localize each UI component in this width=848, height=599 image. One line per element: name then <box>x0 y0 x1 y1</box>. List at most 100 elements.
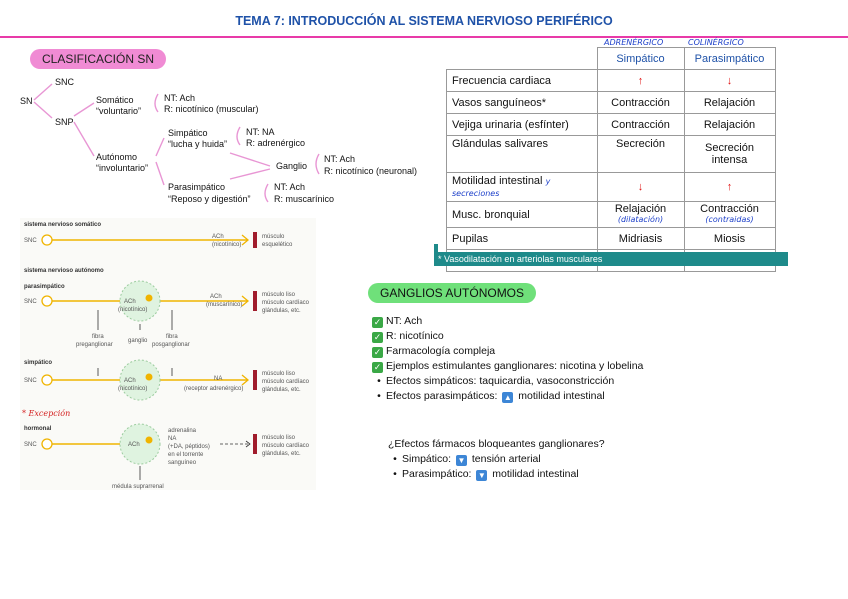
handwritten-note: y secreciones <box>452 177 551 198</box>
handwritten-adrenergico: ADRENÉRGICO <box>604 38 664 47</box>
parasimpatico-label: Parasimpático <box>168 182 226 192</box>
ganglios-heading: GANGLIOS AUTÓNOMOS <box>368 283 537 303</box>
posganglionar-label: posganglionar <box>152 342 190 348</box>
hormonal-target-1: músculo liso <box>262 435 296 441</box>
bullet-text: Efectos parasimpáticos: <box>386 390 501 402</box>
bullet-text: motilidad intestinal <box>489 468 579 480</box>
col-parasimpatico: Parasimpático <box>683 47 776 70</box>
somatic-ach: ACh <box>212 234 224 240</box>
simpatico-nt: NT: NA <box>246 127 275 137</box>
para-target-2: músculo cardíaco <box>262 300 310 306</box>
hormonal-ach: ACh <box>128 442 140 448</box>
bullet-item: • Efectos parasimpáticos: ▲ motilidad int… <box>372 389 643 404</box>
ganglio-receptor: R: nicotínico (neuronal) <box>324 166 418 176</box>
chromaffin-cell <box>145 436 153 444</box>
para-effector-icon <box>253 291 257 311</box>
title-divider <box>0 36 848 38</box>
somatico-label: Somático <box>96 95 134 105</box>
adrenalina-label: adrenalina <box>168 428 197 434</box>
row-label: Frecuencia cardiaca <box>446 69 598 92</box>
hormonal-effector-icon <box>253 434 257 454</box>
bullet-text: motilidad intestinal <box>515 390 605 402</box>
row-symp-text: Relajación <box>614 203 667 215</box>
somatic-receptor: (nicotínico) <box>212 242 241 248</box>
check-text: R: nicotínico <box>386 330 444 342</box>
down-arrow-icon: ▼ <box>476 470 488 481</box>
symp-target-2: músculo cardíaco <box>262 379 310 385</box>
somatic-snc: SNC <box>24 238 37 244</box>
check-item: ✓Ejemplos estimulantes ganglionares: nic… <box>372 359 643 374</box>
row-symp: ↓ <box>596 172 685 202</box>
col-simpatico: Simpático <box>596 47 685 70</box>
somatic-terminal <box>241 234 250 246</box>
row-para: ↓ <box>683 69 776 92</box>
somatic-title: sistema nervioso somático <box>24 222 101 228</box>
check-text: Ejemplos estimulantes ganglionares: nico… <box>386 360 644 372</box>
fibra-post: fibra <box>166 334 178 340</box>
fibra-pre: fibra <box>92 334 104 340</box>
ganglio-label: ganglio <box>128 338 148 344</box>
parasimpatico-receptor: R: muscarínico <box>274 194 335 204</box>
bullet-icon: • <box>393 453 397 465</box>
simpatico-receptor: R: adrenérgico <box>246 138 306 148</box>
symp-ganglion-ach: ACh <box>124 378 136 384</box>
somatic-origin-node <box>41 234 53 246</box>
para-origin-node <box>41 295 53 307</box>
torrente-1: en el torrente <box>168 452 204 458</box>
row-symp: ↑ <box>596 69 685 92</box>
symp-receptor: (receptor adrenérgico) <box>184 386 243 392</box>
ganglio-label: Ganglio <box>276 161 308 171</box>
symp-origin-node <box>41 374 53 386</box>
hormonal-target-2: músculo cardíaco <box>262 443 310 449</box>
page-title: TEMA 7: INTRODUCCIÓN AL SISTEMA NERVIOSO… <box>235 14 613 28</box>
para-title: parasimpático <box>24 284 65 290</box>
classification-connectors <box>33 83 320 203</box>
handwritten-colinergico: COLINÉRGICO <box>688 38 744 47</box>
pathways-diagram: sistema nervioso somático SNC ACh (nicot… <box>22 222 310 490</box>
handwritten-note: (dilatación) <box>617 215 664 224</box>
preganglionar-label: preganglionar <box>76 342 113 348</box>
bullet-icon: • <box>377 390 381 402</box>
check-icon: ✓ <box>372 332 383 343</box>
up-arrow-icon: ▲ <box>502 392 514 403</box>
blockers-question: ¿Efectos fármacos bloqueantes ganglionar… <box>388 438 605 450</box>
simpatico-label: Simpático <box>168 128 208 138</box>
somatic-target-2: esquelético <box>262 242 293 248</box>
check-item: ✓R: nicotínico <box>372 329 643 344</box>
check-icon: ✓ <box>372 317 383 328</box>
para-ganglion-receptor: (nicotínico) <box>118 307 147 313</box>
table-row: Vejiga urinaria (esfínter) Contracción R… <box>446 113 776 136</box>
bullet-item: •Simpático: ▼ tensión arterial <box>388 452 605 467</box>
symp-target-3: glándulas, etc. <box>262 387 301 393</box>
row-symp: Relajación(dilatación) <box>596 201 685 228</box>
snc-label: SNC <box>55 77 75 87</box>
table-corner <box>446 47 598 70</box>
symp-snc: SNC <box>24 378 37 384</box>
table-row: Musc. bronquial Relajación(dilatación) C… <box>446 201 776 228</box>
row-symp: Contracción <box>596 91 685 114</box>
symp-ganglion-receptor: (nicotínico) <box>118 386 147 392</box>
para-receptor: (muscarínico) <box>206 302 242 308</box>
ganglio-nt: NT: Ach <box>324 154 356 164</box>
row-label-text: Motilidad intestinal <box>452 175 543 187</box>
parasimpatico-nt: NT: Ach <box>274 182 306 192</box>
autonomic-title: sistema nervioso autónomo <box>24 268 104 274</box>
sn-label: SN <box>20 96 33 106</box>
para-ganglion-ach: ACh <box>124 299 136 305</box>
bullet-text: Simpático: <box>402 453 454 465</box>
effects-table: Simpático Parasimpático Frecuencia cardi… <box>446 47 776 272</box>
simpatico-sub: “lucha y huida” <box>168 139 228 149</box>
effects-grid: Simpático Parasimpático Frecuencia cardi… <box>446 47 776 272</box>
somatico-sub: “voluntario” <box>96 106 142 116</box>
para-target-1: músculo liso <box>262 292 296 298</box>
somatico-nt: NT: Ach <box>164 93 196 103</box>
somatic-effector-icon <box>253 232 257 248</box>
para-target-3: glándulas, etc. <box>262 308 301 314</box>
na-label: NA <box>168 436 176 442</box>
row-para: Miosis <box>683 227 776 250</box>
symp-ganglion-neuron <box>145 373 153 381</box>
symp-target-1: músculo liso <box>262 371 296 377</box>
table-row: Pupilas Midriasis Miosis <box>446 227 776 250</box>
somatico-receptor: R: nicotínico (muscular) <box>164 104 259 114</box>
row-label: Pupilas <box>446 227 598 250</box>
